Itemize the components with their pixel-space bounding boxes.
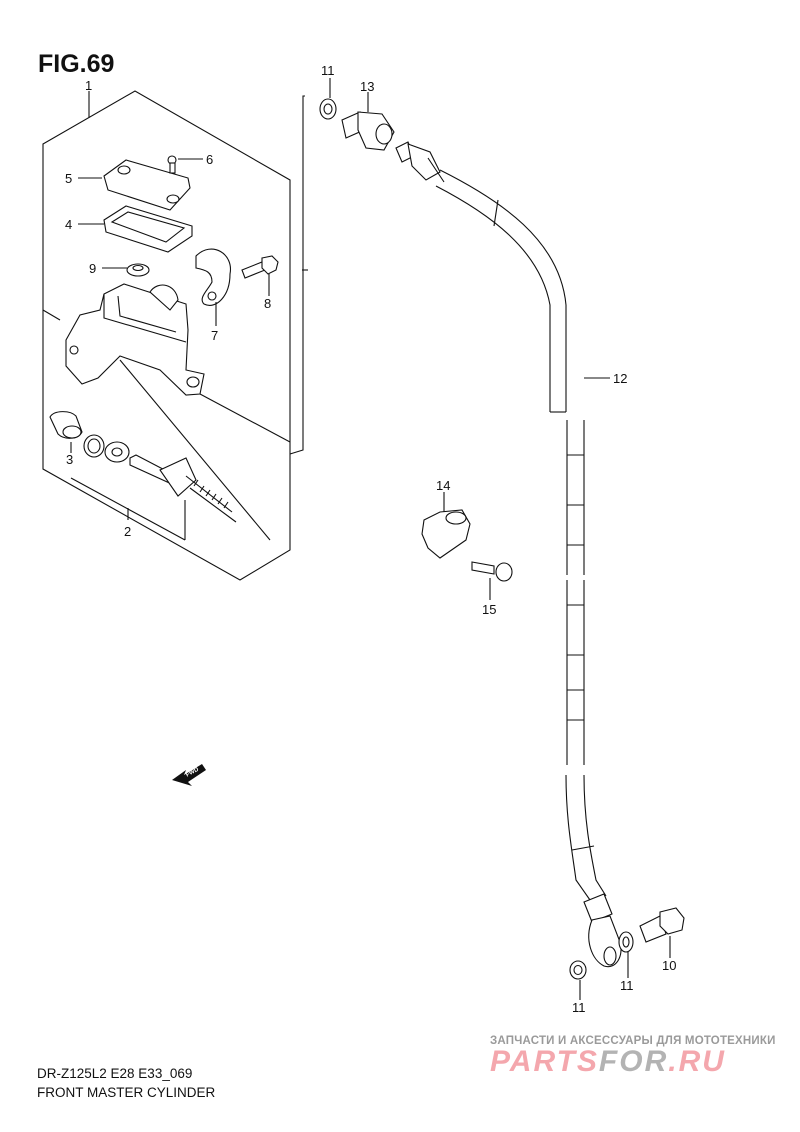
model-code: DR-Z125L2 E28 E33_069 <box>37 1066 193 1081</box>
reservoir-cap <box>78 159 191 211</box>
forward-arrow-icon: FWD <box>172 764 206 786</box>
washer-bottom-2 <box>569 960 587 1000</box>
watermark-brand-parts: PARTS <box>490 1045 599 1078</box>
callout-14: 14 <box>436 478 450 493</box>
washer-bottom-1 <box>618 931 634 978</box>
cap-screw <box>167 155 203 174</box>
handlebar-clamp <box>195 248 231 326</box>
figure-title: FIG.69 <box>38 50 115 78</box>
assembly-bracket-right <box>289 95 308 455</box>
banjo-bolt <box>639 907 685 958</box>
callout-15: 15 <box>482 602 496 617</box>
callout-3: 3 <box>66 452 73 467</box>
piston-washer <box>104 441 130 463</box>
callout-11-top: 11 <box>321 63 335 78</box>
callout-11-bottom: 11 <box>572 1000 586 1015</box>
watermark-brand-ru: .RU <box>668 1045 726 1078</box>
callout-8: 8 <box>264 296 271 311</box>
washer-top <box>319 78 337 120</box>
callout-5: 5 <box>65 171 72 186</box>
hose-clamp <box>421 492 471 559</box>
diaphragm <box>78 205 193 253</box>
callout-9: 9 <box>89 261 96 276</box>
watermark-brand: PARTSFOR.RU <box>490 1045 800 1079</box>
callout-11-mid: 11 <box>620 978 634 993</box>
callout-1: 1 <box>85 78 92 93</box>
master-cylinder-body <box>65 283 205 396</box>
union-fitting <box>341 92 395 151</box>
watermark-brand-for: FOR <box>598 1045 669 1078</box>
callout-4: 4 <box>65 217 72 232</box>
piston-set <box>70 454 237 541</box>
watermark-tagline: ЗАПЧАСТИ И АКСЕССУАРЫ ДЛЯ МОТОТЕХНИКИ <box>490 1035 776 1047</box>
circlip <box>83 434 105 458</box>
hose-end-top <box>395 141 445 183</box>
figure-caption: DR-Z125L2 E28 E33_069 FRONT MASTER CYLIN… <box>37 1064 215 1102</box>
callout-12: 12 <box>613 371 627 386</box>
watermark: ЗАПЧАСТИ И АКСЕССУАРЫ ДЛЯ МОТОТЕХНИКИ PA… <box>490 1035 800 1079</box>
assembly-1-outline <box>42 90 291 581</box>
clamp-bolt <box>241 255 279 296</box>
boot <box>102 263 150 277</box>
callout-6: 6 <box>206 152 213 167</box>
callout-2: 2 <box>124 524 131 539</box>
figure-name: FRONT MASTER CYLINDER <box>37 1085 216 1100</box>
callout-10: 10 <box>662 958 676 973</box>
callout-7: 7 <box>211 328 218 343</box>
callout-13: 13 <box>360 79 374 94</box>
dust-boot <box>49 411 83 453</box>
brake-hose <box>435 169 622 968</box>
clamp-bolt-15 <box>471 561 513 600</box>
